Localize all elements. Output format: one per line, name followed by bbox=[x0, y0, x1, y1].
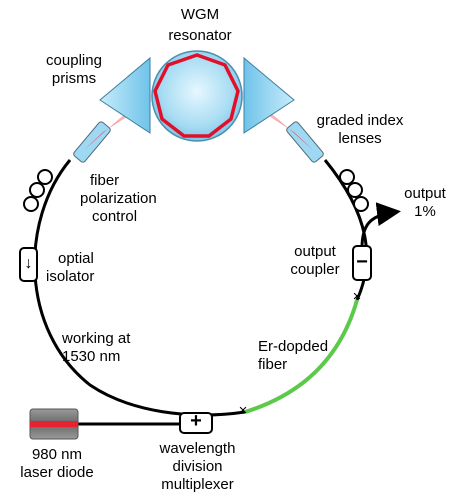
label-laser-diode: 980 nm laser diode bbox=[20, 446, 94, 481]
optical-isolator-box bbox=[19, 247, 38, 282]
label-optical-isolator: optial isolator bbox=[46, 250, 95, 285]
wdm-plus-icon: + bbox=[190, 410, 202, 432]
graded-index-lens-right bbox=[286, 121, 324, 163]
label-working-wavelength: working at 1530 nm bbox=[62, 330, 131, 365]
laser-diode-emitter bbox=[30, 421, 78, 427]
wdm-box bbox=[179, 412, 213, 434]
label-fiber-polarization-control: fiber polarization control bbox=[80, 172, 157, 225]
coupler-minus-icon: − bbox=[356, 251, 368, 273]
graded-index-lens-left bbox=[73, 121, 111, 163]
output-fiber bbox=[360, 202, 401, 249]
label-output: output 1% bbox=[404, 185, 446, 220]
label-er-doped-fiber: Er-dopded fiber bbox=[258, 338, 329, 373]
coupling-prism-left bbox=[99, 56, 151, 134]
splice-mark-upper: × bbox=[352, 288, 362, 305]
wgm-resonator-disk bbox=[151, 50, 243, 142]
coupling-prism-right bbox=[243, 56, 295, 134]
label-output-coupler: output coupler bbox=[290, 243, 340, 278]
polarization-loops-right bbox=[339, 169, 369, 212]
wgm-resonator-ring bbox=[153, 53, 240, 138]
splice-mark-lower: × bbox=[238, 402, 248, 419]
label-graded-index-lenses: graded index lenses bbox=[316, 112, 404, 147]
isolator-arrow-icon: ↓ bbox=[24, 255, 33, 272]
label-coupling-prisms: coupling prisms bbox=[46, 52, 102, 87]
label-wdm: wavelength division multiplexer bbox=[159, 440, 236, 493]
label-wgm-resonator: WGM resonator bbox=[168, 6, 232, 44]
polarization-loops-left bbox=[23, 169, 53, 212]
output-coupler-box bbox=[352, 245, 372, 281]
er-doped-fiber bbox=[244, 299, 359, 414]
